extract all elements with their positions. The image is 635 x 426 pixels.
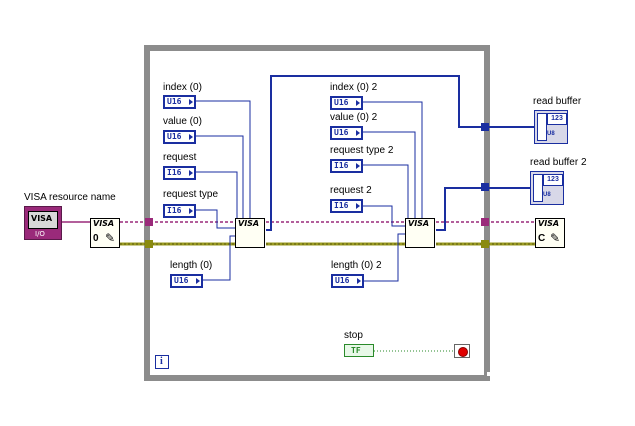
array-index-box bbox=[533, 174, 543, 202]
usb-control-in-node-2[interactable]: VISA bbox=[405, 218, 435, 248]
read-buffer-2-indicator[interactable]: 123 U8 bbox=[530, 171, 564, 205]
arrow-icon bbox=[357, 278, 361, 284]
visa-open-title: VISA bbox=[93, 219, 115, 228]
arrow-icon bbox=[356, 130, 360, 136]
read-buffer-indicator[interactable]: 123 U8 bbox=[534, 110, 568, 144]
index0-type: U16 bbox=[167, 97, 182, 106]
index0-2-terminal[interactable]: U16 bbox=[330, 96, 363, 110]
request-type-2-type: I16 bbox=[334, 161, 349, 170]
arrow-icon bbox=[189, 99, 193, 105]
visa-io-text: I/O bbox=[35, 230, 45, 238]
visa-open-sub: 0 bbox=[93, 233, 99, 244]
length0-terminal[interactable]: U16 bbox=[170, 274, 203, 288]
request-type-type: I16 bbox=[167, 206, 182, 215]
stop-terminal[interactable]: TF bbox=[344, 344, 374, 357]
index0-2-type: U16 bbox=[334, 98, 349, 107]
usb-control-1-title: VISA bbox=[238, 219, 260, 228]
error-tunnel-out bbox=[481, 240, 489, 248]
arrow-icon bbox=[189, 134, 193, 140]
array-index-box bbox=[537, 113, 547, 141]
arrow-icon bbox=[356, 163, 360, 169]
read-buffer-sub: U8 bbox=[547, 131, 555, 137]
loop-condition-terminal[interactable] bbox=[454, 344, 470, 358]
usb-control-in-node-1[interactable]: VISA bbox=[235, 218, 265, 248]
numeric-wires-1 bbox=[196, 100, 251, 281]
read-buffer-wire-1 bbox=[266, 75, 534, 231]
value0-2-label: value (0) 2 bbox=[330, 112, 378, 123]
index0-2-label: index (0) 2 bbox=[330, 82, 378, 93]
stop-type: TF bbox=[351, 346, 361, 355]
read-buffer-2-label: read buffer 2 bbox=[530, 157, 587, 168]
length0-label: length (0) bbox=[170, 260, 213, 271]
visa-tunnel-in bbox=[145, 218, 153, 226]
request-type-label: request type bbox=[163, 189, 219, 200]
read-buffer-2-sub: U8 bbox=[543, 192, 551, 198]
iteration-terminal: i bbox=[155, 355, 169, 369]
length0-2-label: length (0) 2 bbox=[331, 260, 382, 271]
request-2-terminal[interactable]: I16 bbox=[330, 199, 363, 213]
arrow-icon bbox=[189, 170, 193, 176]
read-buffer-2-type: 123 bbox=[543, 174, 563, 186]
value0-terminal[interactable]: U16 bbox=[163, 130, 196, 144]
arrow-icon bbox=[356, 203, 360, 209]
read-buffer-label: read buffer bbox=[533, 96, 582, 107]
request-type-2-terminal[interactable]: I16 bbox=[330, 159, 363, 173]
read-buffer-type: 123 bbox=[547, 113, 567, 125]
iteration-text: i bbox=[160, 356, 163, 367]
visa-close-sub: C bbox=[538, 233, 546, 244]
request-label: request bbox=[163, 152, 197, 163]
value0-label: value (0) bbox=[163, 116, 202, 127]
arrow-icon bbox=[196, 278, 200, 284]
numeric-wires-2 bbox=[363, 101, 423, 282]
visa-open-node[interactable]: VISA 0 ✎ bbox=[90, 218, 120, 248]
pen-icon: ✎ bbox=[105, 231, 116, 245]
value0-2-terminal[interactable]: U16 bbox=[330, 126, 363, 140]
request-terminal[interactable]: I16 bbox=[163, 166, 196, 180]
length0-type: U16 bbox=[174, 276, 189, 285]
index0-label: index (0) bbox=[163, 82, 202, 93]
request-type-terminal[interactable]: I16 bbox=[163, 204, 196, 218]
stop-sign-icon bbox=[458, 347, 468, 357]
length0-2-type: U16 bbox=[335, 276, 350, 285]
request-2-type: I16 bbox=[334, 201, 349, 210]
length0-2-terminal[interactable]: U16 bbox=[331, 274, 364, 288]
visa-resource-name-label: VISA resource name bbox=[24, 192, 116, 203]
usb-control-2-title: VISA bbox=[408, 219, 430, 228]
visa-close-title: VISA bbox=[538, 219, 560, 228]
arrow-icon bbox=[189, 208, 193, 214]
arrow-icon bbox=[356, 100, 360, 106]
visa-tunnel-out bbox=[481, 218, 489, 226]
visa-control-text: VISA bbox=[31, 214, 53, 223]
visa-close-node[interactable]: VISA C ✎ bbox=[535, 218, 565, 248]
request-type: I16 bbox=[167, 168, 182, 177]
pen-icon: ✎ bbox=[550, 231, 561, 245]
stop-label: stop bbox=[344, 330, 363, 341]
index0-terminal[interactable]: U16 bbox=[163, 95, 196, 109]
visa-resource-control[interactable]: VISA I/O bbox=[24, 206, 62, 240]
value0-type: U16 bbox=[167, 132, 182, 141]
error-tunnel-in bbox=[145, 240, 153, 248]
read-buffer-wire-2 bbox=[436, 187, 534, 231]
request-type-2-label: request type 2 bbox=[330, 145, 394, 156]
request-2-label: request 2 bbox=[330, 185, 372, 196]
while-loop-frame bbox=[144, 45, 490, 381]
value0-2-type: U16 bbox=[334, 128, 349, 137]
